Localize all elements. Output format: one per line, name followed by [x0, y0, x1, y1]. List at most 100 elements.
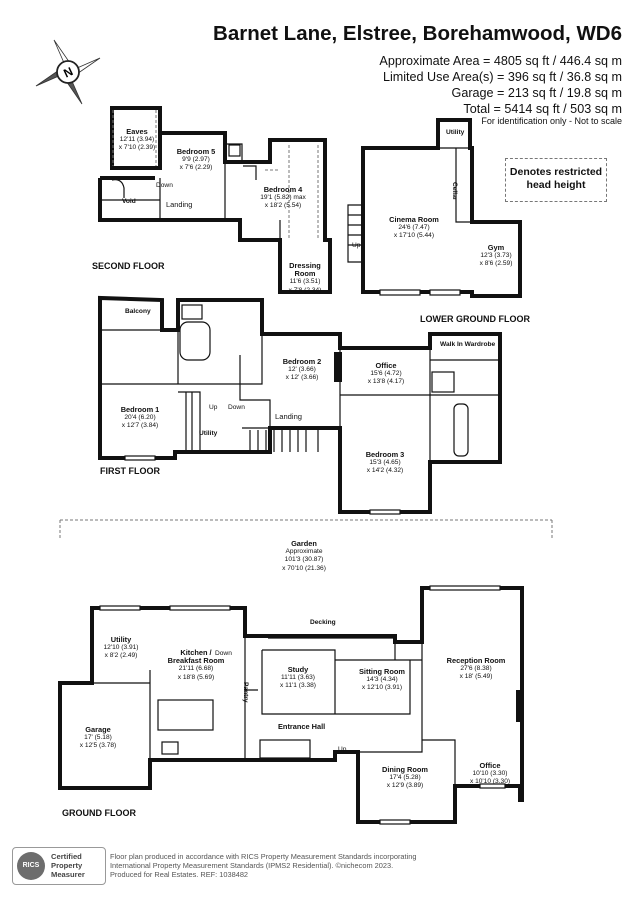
rics-logo: RICS [17, 852, 45, 880]
room-dim-2: x 12'7 (3.84) [121, 422, 159, 430]
rics-text-2: Property [51, 861, 83, 871]
compass-icon: N [35, 39, 101, 105]
room-eaves: Eaves 12'11 (3.94) x 7'10 (2.39) [118, 127, 156, 153]
room-name: Bedroom 2 [282, 357, 322, 366]
room-bedroom-3: Bedroom 3 15'3 (4.65) x 14'2 (4.32) [365, 450, 405, 476]
room-cinema: Cinema Room 24'6 (7.47) x 17'10 (5.44) [389, 215, 439, 241]
room-dim-1: 15'3 (4.65) [369, 459, 401, 467]
label-up-ground: Up [338, 746, 347, 753]
room-dim-1: 17' (5.18) [84, 734, 112, 742]
room-dim-1: 19'1 (5.82) max [260, 194, 306, 202]
ground-floor-label: GROUND FLOOR [62, 808, 136, 818]
room-study: Study 11'11 (3.63) x 11'1 (3.38) [280, 665, 316, 691]
room-dim-2: x 7'10 (2.39) [118, 144, 156, 152]
footer-line-1: Floor plan produced in accordance with R… [110, 852, 417, 861]
room-name: Bedroom 4 [263, 185, 303, 194]
identification-note: For identification only - Not to scale [481, 116, 622, 126]
room-utility-ground: Utility 12'10 (3.91) x 8'2 (2.49) [103, 635, 139, 661]
first-floor-label: FIRST FLOOR [100, 466, 160, 476]
legend-line-2: head height [526, 179, 586, 191]
room-dim-2: x 8'2 (2.49) [104, 652, 138, 660]
label-pantry: Pantry [242, 682, 249, 703]
room-reception: Reception Room 27'6 (8.38) x 18' (5.49) [446, 656, 506, 682]
room-name: Eaves [126, 127, 148, 136]
label-decking: Decking [310, 619, 336, 626]
legend-line-1: Denotes restricted [509, 166, 603, 178]
room-dim-1: 12'10 (3.91) [103, 644, 139, 652]
room-name: Study [287, 665, 309, 674]
label-balcony: Balcony [125, 308, 151, 315]
room-dim-1: 12'11 (3.94) [119, 136, 155, 144]
room-dressing: Dressing Room 11'6 (3.51) x 7'8 (2.34) [288, 261, 322, 295]
limited-use-area: Limited Use Area(s) = 396 sq ft / 36.8 s… [382, 70, 622, 84]
room-dim-2: x 11'1 (3.38) [280, 682, 316, 690]
room-dim-2: x 18' (5.49) [459, 673, 493, 681]
room-dining: Dining Room 17'4 (5.28) x 12'9 (3.89) [382, 765, 428, 791]
label-utility-1: Utility [199, 430, 218, 437]
room-name: Dining Room [382, 765, 428, 774]
room-name: Office [375, 361, 397, 370]
room-name-2: Breakfast Room [167, 656, 225, 666]
room-name: Gym [487, 243, 505, 252]
room-dim-1: 101'3 (30.87) [284, 556, 324, 564]
garage-area: Garage = 213 sq ft / 19.8 sq m [451, 86, 622, 100]
room-name: Cinema Room [389, 215, 439, 224]
room-dim-1: 14'3 (4.34) [366, 676, 398, 684]
room-dim-1: 15'6 (4.72) [370, 370, 402, 378]
footer-disclaimer: Floor plan produced in accordance with R… [110, 852, 416, 880]
label-landing-2: Landing [166, 200, 193, 209]
room-dim-2: x 12'5 (3.78) [79, 742, 117, 750]
second-floor-label: SECOND FLOOR [92, 261, 165, 271]
label-down-1: Down [228, 404, 245, 411]
room-kitchen: Kitchen / Breakfast Room 21'11 (6.68) x … [167, 648, 225, 682]
room-dim-1: 21'11 (6.68) [178, 665, 214, 673]
room-gym: Gym 12'3 (3.73) x 8'6 (2.59) [479, 243, 513, 269]
room-dim-0: Approximate [285, 548, 323, 556]
room-dim-2: x 8'6 (2.59) [479, 260, 513, 268]
footer-line-3: Produced for Real Estates. REF: 1038482 [110, 870, 249, 880]
room-name: Kitchen / [180, 648, 212, 657]
room-dim-1: 9'9 (2.97) [182, 156, 210, 164]
room-dim-1: 10'10 (3.30) [472, 770, 508, 778]
room-dim-2: x 12'9 (3.89) [386, 782, 424, 790]
label-down-ground: Down [215, 650, 232, 657]
room-name: Utility [110, 635, 132, 644]
room-office-first-floor: Office 15'6 (4.72) x 13'8 (4.17) [367, 361, 405, 387]
label-down-2: Down [156, 182, 173, 189]
room-dim-2: x 12' (3.66) [285, 374, 319, 382]
room-dim-2: x 17'10 (5.44) [393, 232, 435, 240]
ground-floor-plan [58, 519, 553, 825]
room-name: Garage [85, 725, 111, 734]
room-dim-2: x 18'8 (5.69) [177, 673, 215, 681]
room-sitting: Sitting Room 14'3 (4.34) x 12'10 (3.91) [359, 667, 405, 693]
room-dim-2: x 13'8 (4.17) [367, 378, 405, 386]
room-name: Sitting Room [359, 667, 405, 676]
room-name: Bedroom 5 [176, 147, 216, 156]
room-dim-2: x 12'10 (3.91) [361, 684, 403, 692]
room-dim-2: x 7'8 (2.34) [288, 286, 322, 294]
approximate-area: Approximate Area = 4805 sq ft / 446.4 sq… [379, 54, 622, 68]
label-landing-1: Landing [275, 412, 303, 421]
room-dim-2: x 18'2 (5.54) [264, 202, 302, 210]
room-garage: Garage 17' (5.18) x 12'5 (3.78) [79, 725, 117, 751]
room-name: Dressing [289, 261, 321, 270]
label-void: Void [122, 198, 136, 205]
room-dim-1: 12' (3.66) [288, 366, 316, 374]
rics-badge-text: Certified Property Measurer [51, 852, 85, 880]
footer-line-2: International Property Measurement Stand… [110, 861, 394, 871]
room-bedroom-4: Bedroom 4 19'1 (5.82) max x 18'2 (5.54) [260, 185, 306, 211]
room-dim-1: 17'4 (5.28) [389, 774, 421, 782]
room-name: Reception Room [446, 656, 506, 665]
label-entrance-hall: Entrance Hall [278, 722, 326, 731]
room-dim-1: 20'4 (6.20) [124, 414, 156, 422]
total-area: Total = 5414 sq ft / 503 sq m [463, 102, 622, 116]
room-name: Bedroom 3 [365, 450, 405, 459]
room-garden: Garden Approximate 101'3 (30.87) x 70'10… [282, 539, 326, 573]
first-floor-plan [98, 295, 502, 515]
room-dim-1: 12'3 (3.73) [480, 252, 512, 260]
label-walk-in-wardrobe: Walk In Wardrobe [440, 341, 496, 348]
label-up-lg: Up [352, 242, 361, 249]
second-floor-plan [98, 106, 332, 294]
room-name: Bedroom 1 [120, 405, 160, 414]
